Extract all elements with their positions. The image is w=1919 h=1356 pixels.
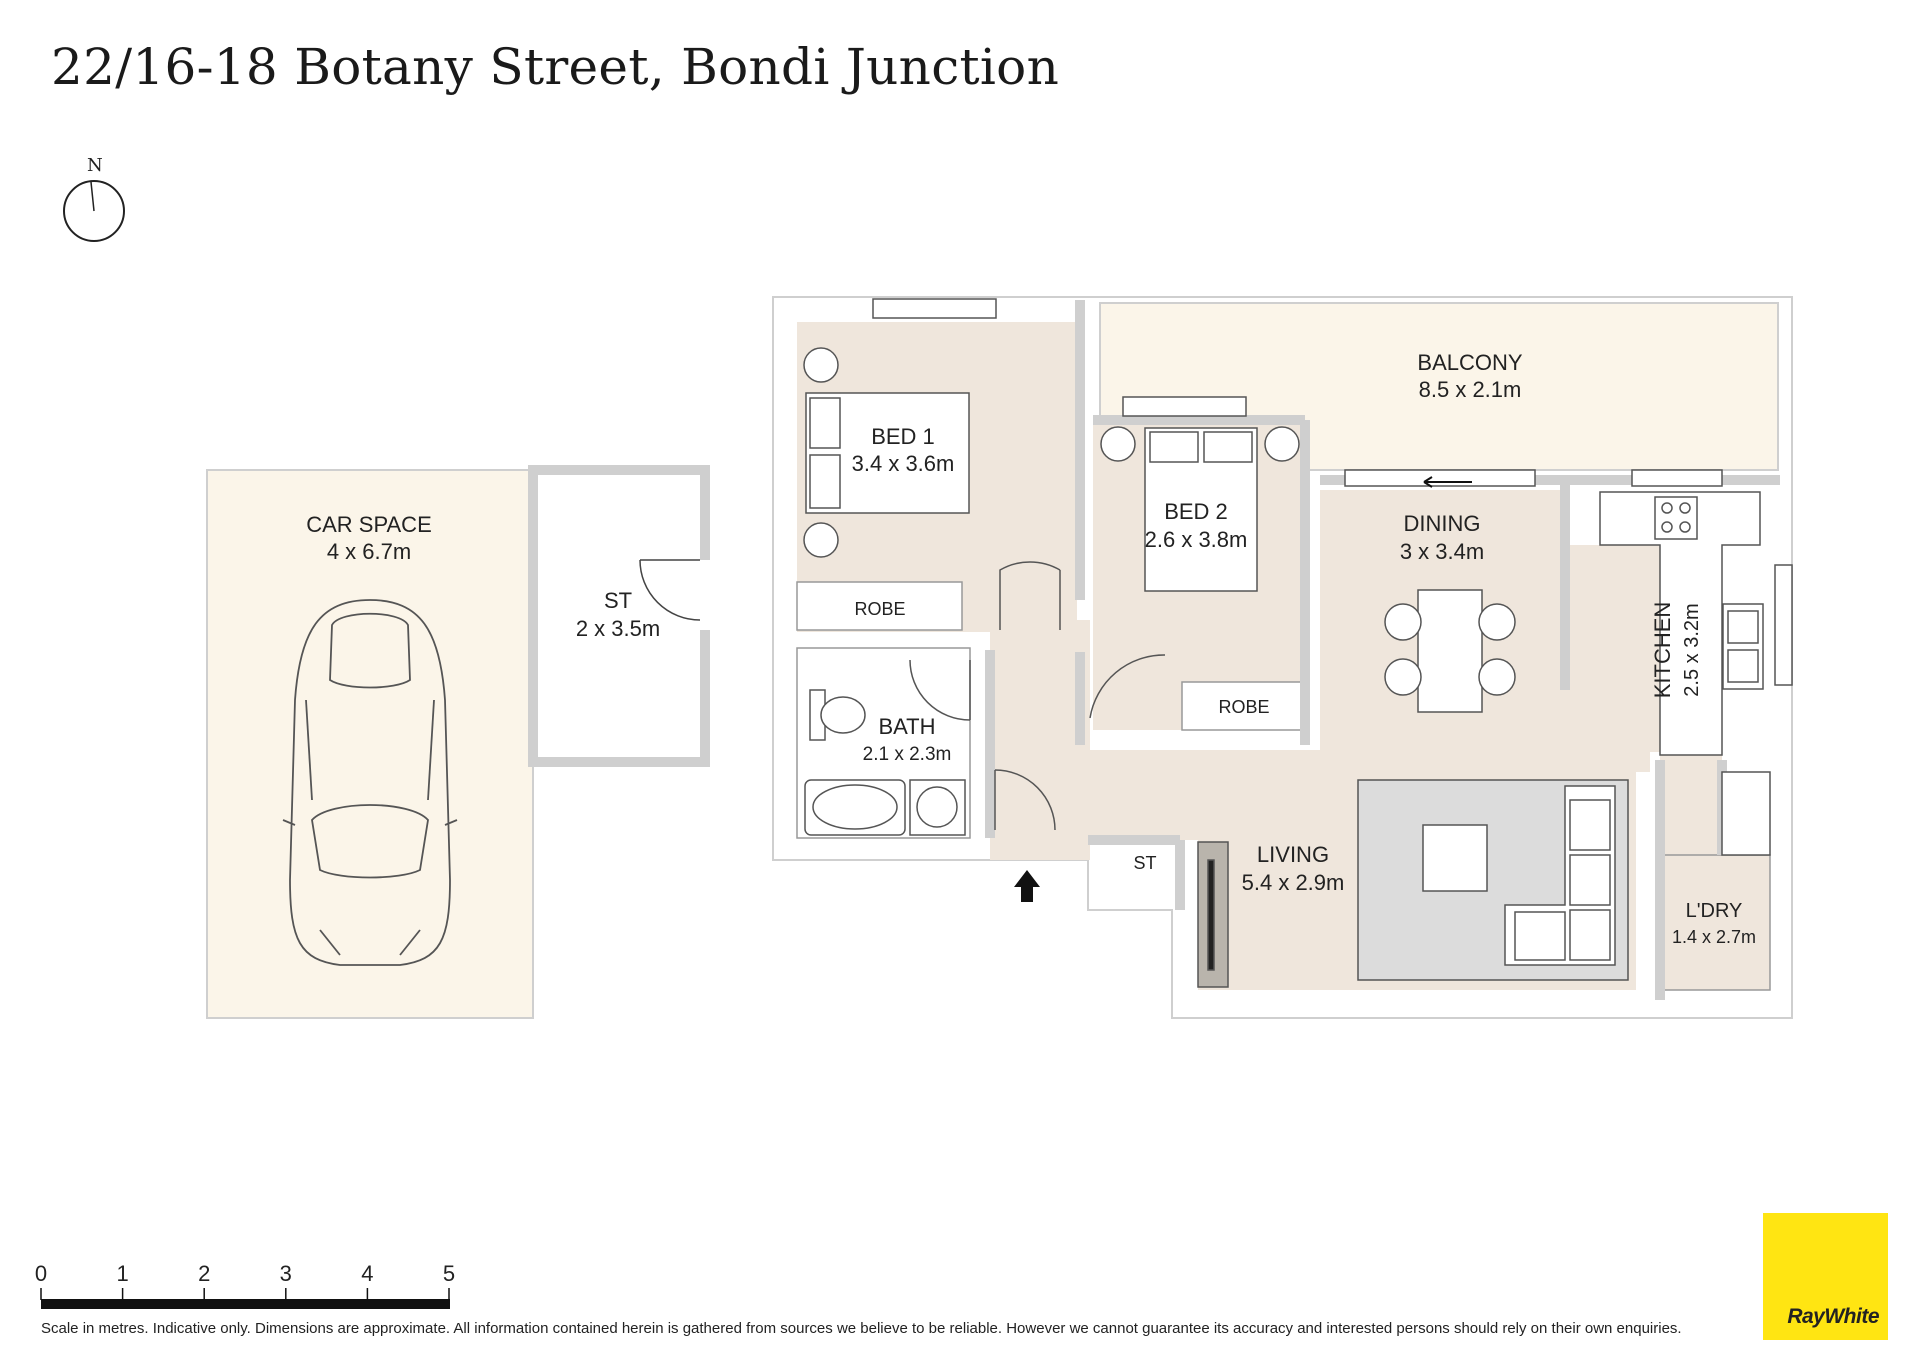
- scale-bar: 0 1 2 3 4 5: [35, 1261, 455, 1309]
- scale-tick-label: 4: [361, 1261, 373, 1286]
- scale-tick-label: 1: [116, 1261, 128, 1286]
- bed2-bed-icon: [1100, 426, 1300, 592]
- laundry-room: [1659, 854, 1771, 991]
- entry-arrow-icon: [1014, 870, 1040, 902]
- kitchen-dims: 2.5 x 3.2m: [1681, 603, 1703, 696]
- kitchen-label: KITCHEN: [1650, 602, 1675, 699]
- scale-tick-label: 3: [280, 1261, 292, 1286]
- windows: [872, 298, 1793, 686]
- scale-tick-label: 5: [443, 1261, 455, 1286]
- compass-north-label: N: [87, 155, 103, 176]
- living-dims: 5.4 x 2.9m: [1242, 870, 1345, 895]
- disclaimer-text: Scale in metres. Indicative only. Dimens…: [41, 1320, 1682, 1337]
- car-space-label: CAR SPACE: [306, 512, 432, 537]
- storage-dims: 2 x 3.5m: [576, 616, 660, 641]
- bed1-dims: 3.4 x 3.6m: [852, 451, 955, 476]
- bath-dims: 2.1 x 2.3m: [863, 744, 952, 765]
- door-swings: [909, 561, 1166, 831]
- bed1-label: BED 1: [871, 424, 935, 449]
- living-furniture-icon: [1197, 779, 1629, 988]
- raywhite-logo[interactable]: RayWhite: [1763, 1213, 1888, 1340]
- balcony-label: BALCONY: [1417, 350, 1522, 375]
- storage-door-icon: [639, 559, 712, 630]
- laundry-label: L'DRY: [1686, 900, 1743, 922]
- room-labels: CAR SPACE 4 x 6.7m ST 2 x 3.5m BED 1 3.4…: [306, 350, 1756, 947]
- hallway-area: [990, 620, 1090, 860]
- car-icon: [282, 599, 458, 966]
- dining-table-icon: [1384, 589, 1516, 713]
- robe1-label: ROBE: [854, 599, 905, 619]
- dining-label: DINING: [1404, 511, 1481, 536]
- interior-walls: [985, 300, 1780, 1000]
- store2-label: ST: [1133, 853, 1156, 873]
- bed2-dims: 2.6 x 3.8m: [1145, 527, 1248, 552]
- robe1-closet: [796, 581, 963, 631]
- bed2-label: BED 2: [1164, 499, 1228, 524]
- page-title: 22/16-18 Botany Street, Bondi Junction: [51, 38, 1060, 96]
- scale-tick-label: 0: [35, 1261, 47, 1286]
- raywhite-logo-text: RayWhite: [1787, 1305, 1879, 1328]
- laundry-dims: 1.4 x 2.7m: [1672, 927, 1756, 947]
- robe2-closet: [1181, 681, 1307, 731]
- sliding-door-arrow-icon: [1423, 476, 1472, 488]
- living-label: LIVING: [1257, 842, 1329, 867]
- robe2-label: ROBE: [1218, 697, 1269, 717]
- scale-tick-label: 2: [198, 1261, 210, 1286]
- balcony-dims: 8.5 x 2.1m: [1419, 377, 1522, 402]
- car-space-dims: 4 x 6.7m: [327, 539, 411, 564]
- car-space-area: [206, 469, 534, 1019]
- kitchen-fixtures-icon: [1599, 491, 1771, 856]
- bed1-bed-icon: [803, 347, 970, 558]
- dining-dims: 3 x 3.4m: [1400, 539, 1484, 564]
- compass-icon: N: [63, 155, 125, 242]
- storage-label: ST: [604, 588, 632, 613]
- bath-label: BATH: [878, 714, 935, 739]
- bath-fixtures-icon: [804, 689, 966, 836]
